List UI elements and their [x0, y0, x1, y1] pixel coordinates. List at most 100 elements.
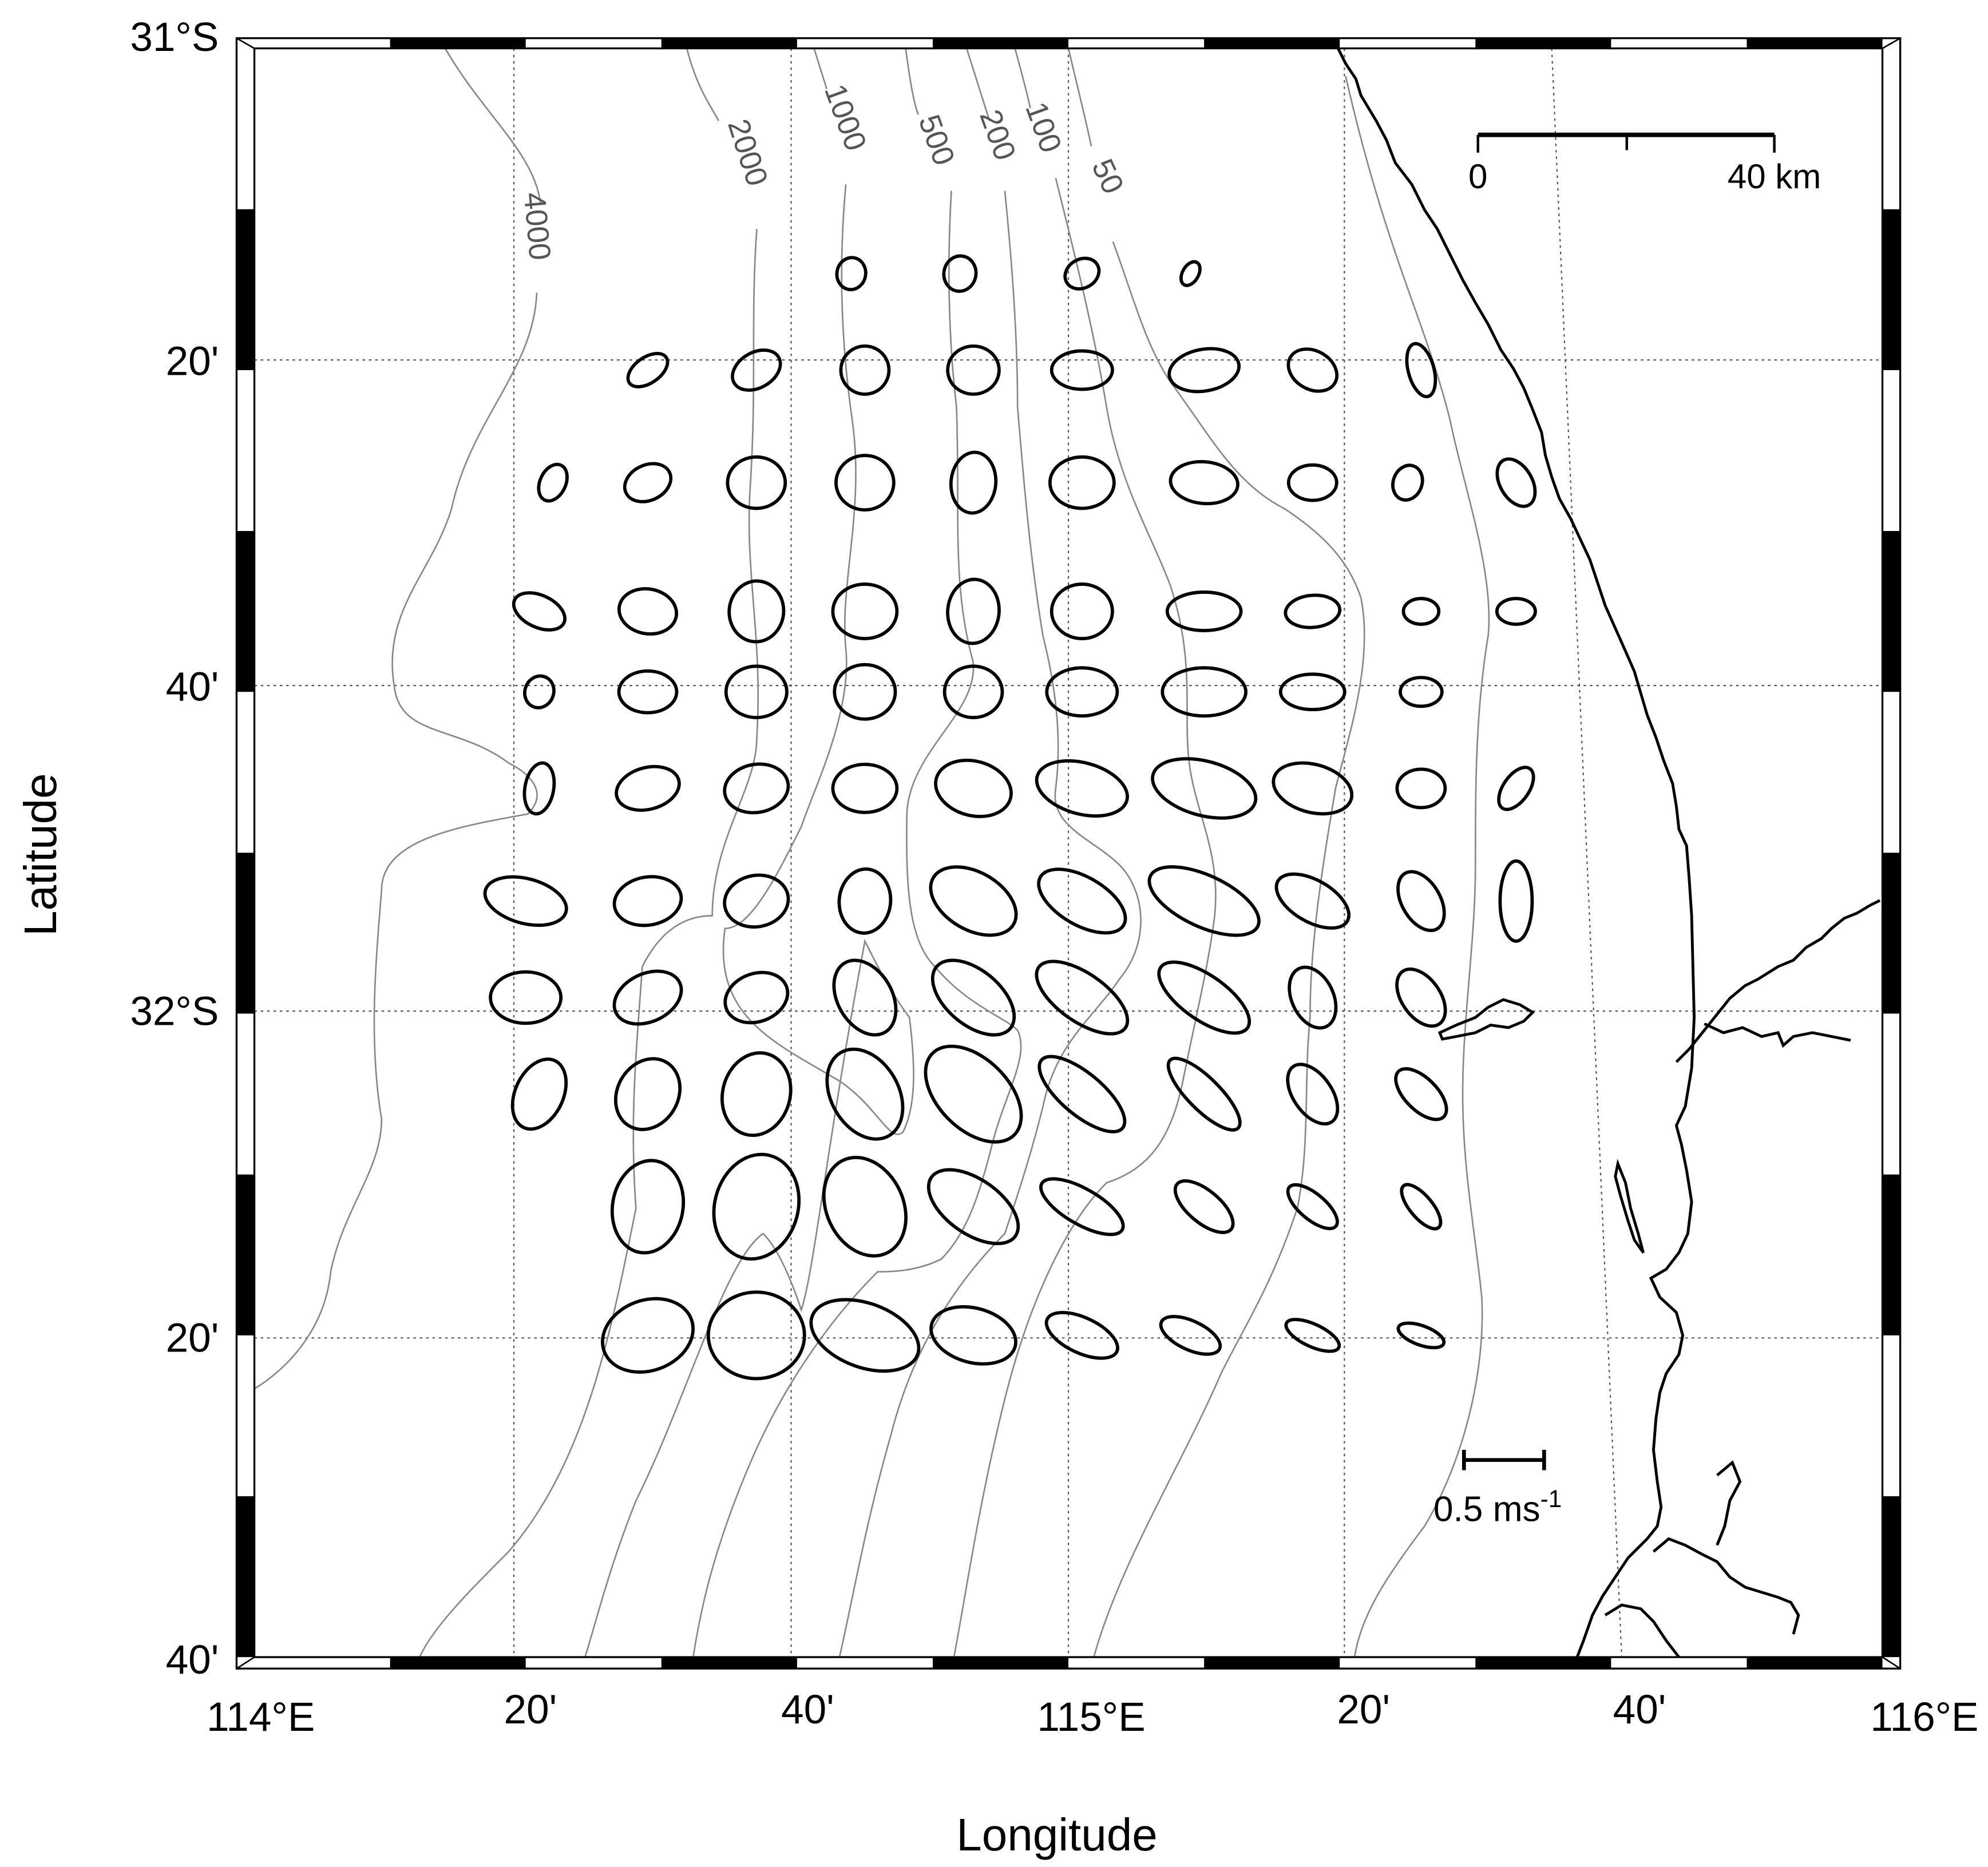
tidal-ellipse	[1497, 766, 1535, 811]
tidal-ellipse	[1399, 676, 1444, 708]
x-tick-label: 40'	[781, 1687, 834, 1733]
y-tick-label: 31°S	[130, 15, 219, 60]
tidal-ellipse	[613, 1057, 682, 1131]
tidal-ellipse	[723, 873, 790, 929]
tidal-ellipse	[712, 1152, 801, 1261]
tidal-ellipse	[1050, 349, 1114, 391]
tidal-ellipse	[1286, 347, 1339, 393]
coastline	[1337, 48, 1881, 1658]
tidal-ellipse	[1405, 342, 1437, 399]
tidal-ellipse	[1286, 463, 1338, 502]
tidal-ellipses	[483, 254, 1537, 1381]
tidal-ellipse	[1169, 460, 1239, 506]
tidal-ellipse	[1396, 1321, 1446, 1350]
bathymetry-contours	[254, 48, 1490, 1658]
tidal-ellipse	[1173, 1179, 1235, 1234]
tidal-ellipse	[1151, 757, 1258, 820]
contour-500	[692, 48, 1022, 1658]
tidal-ellipse	[946, 344, 1001, 396]
y-tick-label: 40'	[166, 665, 219, 710]
tidal-ellipse	[512, 591, 567, 632]
tidal-ellipse	[825, 1047, 905, 1141]
tidal-ellipse	[837, 867, 893, 935]
tidal-ellipse	[809, 1298, 921, 1373]
x-tick-label: 20'	[504, 1687, 557, 1733]
velocity-scale-label: 0.5 ms	[1433, 1489, 1540, 1529]
coastline-river	[1704, 1022, 1851, 1048]
tidal-ellipse	[1396, 870, 1446, 933]
tidal-ellipse	[1161, 666, 1248, 718]
tidal-ellipse	[601, 1297, 695, 1374]
grid-line	[1551, 48, 1622, 1658]
distance-scale-bar: 0 40 km	[1468, 132, 1821, 196]
tidal-ellipse	[924, 1044, 1023, 1144]
scale-bar-end-label: 40 km	[1728, 157, 1821, 196]
x-tick-label: 116°E	[1870, 1695, 1978, 1740]
frame-segment	[1475, 1657, 1611, 1669]
tidal-ellipse	[1401, 597, 1441, 626]
tidal-ellipse	[1035, 759, 1129, 818]
tidal-ellipse	[1035, 960, 1130, 1036]
contour-100	[953, 48, 1217, 1658]
tidal-ellipse	[723, 762, 790, 815]
frame-segment	[1882, 1496, 1900, 1658]
velocity-scale-superscript: -1	[1540, 1485, 1562, 1512]
tidal-ellipse	[523, 674, 556, 709]
tidal-ellipse	[1159, 1315, 1222, 1356]
y-tick-label: 20'	[166, 339, 219, 385]
frame-segment	[661, 1657, 797, 1669]
scale-bar-start-label: 0	[1468, 157, 1487, 196]
tidal-ellipse	[1495, 457, 1537, 508]
svg-text:0.5 ms-1: 0.5 ms-1	[1433, 1485, 1562, 1529]
x-tick-label: 20'	[1337, 1687, 1390, 1733]
tidal-ellipse	[1039, 1177, 1125, 1236]
tidal-ellipse	[623, 462, 673, 504]
tidal-ellipse	[1498, 859, 1534, 943]
coastline-estuary	[1675, 899, 1881, 1063]
tidal-ellipse	[942, 254, 978, 293]
tidal-ellipse	[615, 764, 681, 812]
contour-4000	[254, 48, 541, 1390]
frame-segment	[1204, 38, 1340, 49]
tidal-ellipse	[1050, 582, 1114, 640]
tidal-ellipse	[489, 970, 563, 1025]
tidal-ellipse	[1048, 455, 1116, 510]
tidal-ellipse	[727, 579, 786, 644]
tidal-ellipse	[1286, 1063, 1340, 1126]
tidal-ellipse	[1284, 593, 1342, 629]
y-tick-labels: 31°S 20' 40' 32°S 20' 40'	[130, 15, 219, 1683]
frame-segment	[1475, 38, 1611, 49]
tidal-ellipse	[612, 875, 683, 927]
tidal-ellipse	[706, 1290, 806, 1381]
frame-segment	[661, 38, 797, 49]
tidal-ellipse	[723, 970, 790, 1025]
tidal-ellipse	[832, 958, 898, 1037]
tidal-ellipse	[822, 1156, 908, 1258]
tidal-ellipse	[1045, 666, 1119, 718]
y-tick-label: 20'	[166, 1316, 219, 1361]
tidal-ellipse	[612, 969, 683, 1026]
tidal-ellipse	[1274, 872, 1351, 930]
tidal-ellipse	[1167, 347, 1241, 394]
tidal-ellipse	[720, 1051, 793, 1137]
tidal-ellipse	[834, 454, 896, 512]
frame-segment	[1882, 209, 1900, 370]
tidal-ellipse	[946, 577, 1001, 645]
tidal-ellipse	[926, 1168, 1020, 1246]
tidal-ellipse	[831, 762, 899, 814]
tidal-ellipse	[1157, 960, 1252, 1035]
tidal-ellipse	[934, 758, 1013, 818]
frame-segment	[1747, 1657, 1883, 1669]
frame-segment	[236, 1496, 255, 1658]
frame-segment	[390, 38, 526, 49]
tidal-ellipse	[1394, 1067, 1448, 1121]
y-axis-title: Latitude	[15, 773, 66, 936]
frame-segment	[932, 38, 1069, 49]
tidal-ellipse	[617, 669, 679, 715]
tidal-ellipse	[930, 958, 1016, 1037]
tidal-ellipse	[929, 865, 1018, 937]
tidal-ellipse	[835, 256, 868, 291]
tidal-ellipse	[831, 582, 899, 640]
tidal-ellipse	[617, 587, 679, 636]
